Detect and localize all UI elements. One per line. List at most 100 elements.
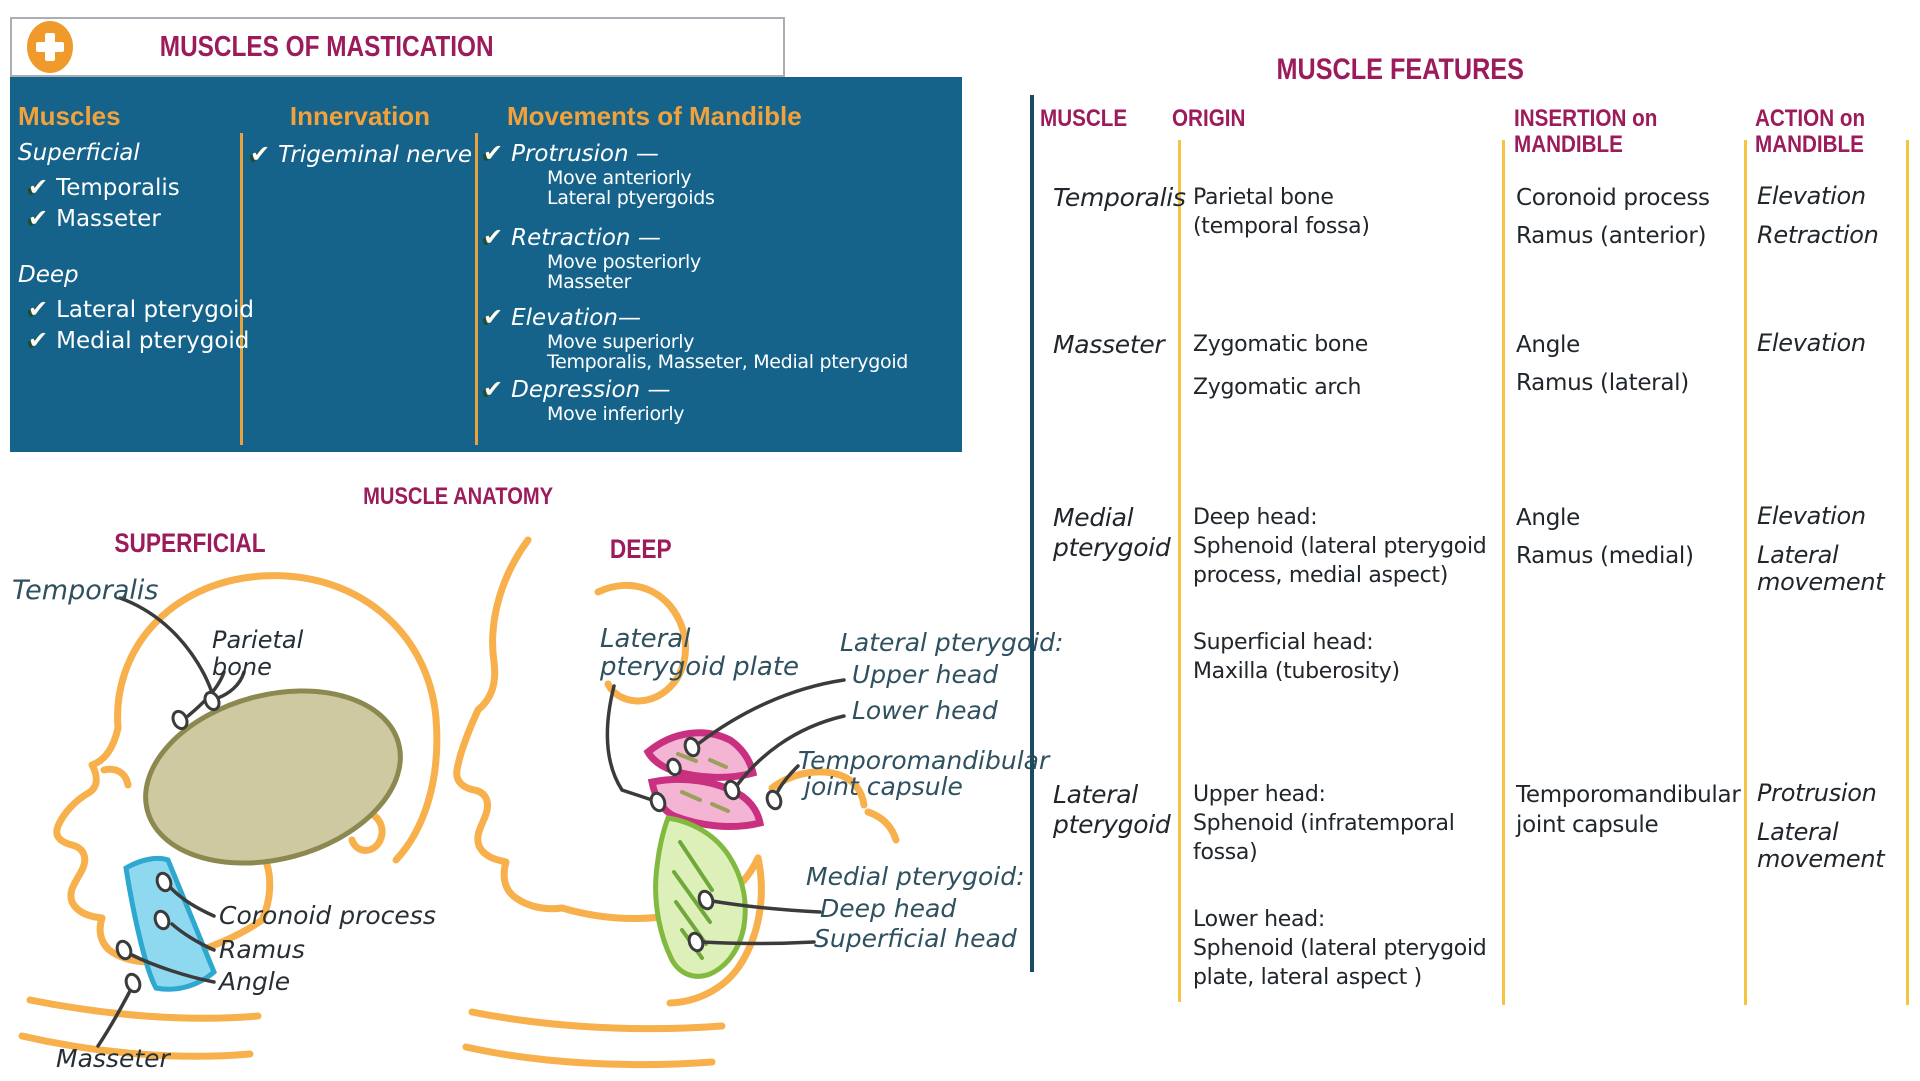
parietal-bone-label-line2: bone: [212, 653, 272, 681]
upper-head-label: Upper head: [852, 660, 999, 689]
lateral-pterygoid-plate-label-line1: Lateral: [600, 624, 691, 654]
innervation-column-header: Innervation: [289, 101, 431, 131]
cell-line: Lateral: [1757, 818, 1839, 846]
muscle-group: Deep✔Lateral pterygoid✔Medial pterygoid: [18, 261, 254, 356]
cell-line: Angle: [1516, 505, 1580, 531]
muscle-item-label: Lateral pterygoid: [56, 297, 254, 323]
cell-line: plate, lateral aspect ): [1193, 965, 1422, 990]
temporalis-muscle-shape: [143, 688, 403, 866]
movement-label: Protrusion —: [511, 141, 659, 167]
movement-label: Depression —: [511, 377, 671, 403]
cell-line: Retraction: [1757, 221, 1879, 249]
insertion-item: Ramus (medial): [1516, 541, 1751, 571]
cell-line: Zygomatic arch: [1193, 375, 1362, 400]
muscles-column-header: Muscles: [18, 101, 121, 131]
features-title-text: MUSCLE FEATURES: [1276, 53, 1524, 86]
muscle-item: ✔Masseter: [28, 203, 180, 234]
action-item: Elevation: [1757, 503, 1917, 530]
mastication-header-bar: MUSCLES OF MASTICATION: [10, 17, 785, 77]
column-header-text: ORIGIN: [1172, 105, 1246, 132]
check-icon: ✔: [28, 173, 49, 201]
action-item: Protrusion: [1757, 780, 1917, 807]
deep-skull-figure: [453, 536, 900, 1069]
column-header-text: ACTION on: [1755, 105, 1866, 132]
movement-head: ✔ Depression —: [483, 377, 963, 404]
features-title: MUSCLE FEATURES: [1100, 53, 1700, 87]
cell-line: Maxilla (tuberosity): [1193, 659, 1400, 684]
anatomy-title-text: MUSCLE ANATOMY: [362, 483, 554, 510]
cell-line: Sphenoid (lateral pterygoid: [1193, 936, 1487, 961]
movement-label: Retraction —: [511, 225, 661, 251]
column-header-text: MANDIBLE: [1755, 131, 1864, 158]
cell-origin: Parietal bone(temporal fossa): [1193, 183, 1505, 241]
origin-block: Parietal bone(temporal fossa): [1193, 183, 1505, 241]
features-divider: [1906, 140, 1909, 1005]
mastication-panel: Muscles Innervation Movements of Mandibl…: [10, 77, 962, 452]
cell-line: Lateral: [1053, 780, 1138, 809]
cell-line: Sphenoid (infratemporal: [1193, 811, 1455, 836]
cell-line: Masseter: [1053, 330, 1165, 359]
insertion-item: Coronoid process: [1516, 183, 1751, 213]
cell-line: Lateral: [1757, 541, 1839, 569]
origin-block: Superficial head:Maxilla (tuberosity): [1193, 628, 1505, 686]
cell-line: Sphenoid (lateral pterygoid: [1193, 534, 1487, 559]
muscle-item: ✔Medial pterygoid: [28, 325, 254, 356]
superficial-heading: SUPERFICIAL: [65, 528, 315, 559]
check-icon: ✔: [483, 223, 504, 251]
cell-line: Temporalis: [1053, 183, 1186, 212]
movement-head: ✔Elevation—: [483, 305, 963, 332]
cell-line: Protrusion: [1757, 779, 1877, 807]
masseter-label: Masseter: [56, 1044, 170, 1073]
cell-action: Elevation: [1757, 330, 1917, 357]
features-divider: [1502, 140, 1505, 1005]
lower-head-label: Lower head: [852, 696, 998, 725]
movement-item: ✔Depression —Move inferiorly: [483, 377, 963, 425]
movement-detail: Move anteriorly: [547, 167, 692, 189]
muscle-item: ✔ Temporalis: [28, 172, 180, 203]
medial-pterygoid-group-label: Medial pterygoid:: [806, 862, 1025, 891]
movement-detail: Lateral ptyergoids: [547, 187, 715, 209]
cell-muscle: Masseter: [1053, 330, 1188, 360]
check-icon: ✔: [483, 139, 504, 167]
check-icon: ✔: [483, 375, 504, 403]
insertion-item: Ramus (anterior): [1516, 221, 1751, 251]
cell-line: Elevation: [1757, 502, 1866, 530]
tmj-capsule-label-line2: joint capsule: [804, 772, 963, 801]
mastication-title: MUSCLES OF MASTICATION: [12, 31, 642, 64]
movement-detail: Move posteriorly: [547, 251, 701, 273]
superficial-heading-text: SUPERFICIAL: [114, 528, 266, 558]
column-header-text: MANDIBLE: [1514, 131, 1623, 158]
parietal-bone-label-line1: Parietal: [212, 626, 304, 654]
column-divider: [240, 133, 243, 445]
muscle-group: Superficial✔Temporalis✔Masseter: [18, 139, 180, 234]
action-item: Retraction: [1757, 222, 1917, 249]
innervation-item: ✔Trigeminal nerve: [250, 139, 472, 170]
insertion-item: Ramus (lateral): [1516, 368, 1751, 398]
coronoid-process-label: Coronoid process: [219, 901, 436, 930]
cell-line: pterygoid: [1053, 533, 1171, 562]
mastication-title-text: MUSCLES OF MASTICATION: [160, 31, 494, 63]
muscle-item-label: Temporalis: [56, 175, 180, 201]
column-header-insertion: INSERTION on MANDIBLE: [1514, 106, 1681, 158]
column-header-text: MUSCLE: [1040, 105, 1128, 132]
cell-muscle: Temporalis: [1053, 183, 1188, 213]
cell-line: Elevation: [1757, 182, 1866, 210]
cell-line: Ramus (medial): [1516, 543, 1694, 569]
origin-block: Zygomatic arch: [1193, 373, 1505, 402]
action-item: Elevation: [1757, 330, 1917, 357]
movement-head: ✔ Retraction —: [483, 225, 963, 252]
movements-column-header: Movements of Mandible: [507, 101, 802, 131]
